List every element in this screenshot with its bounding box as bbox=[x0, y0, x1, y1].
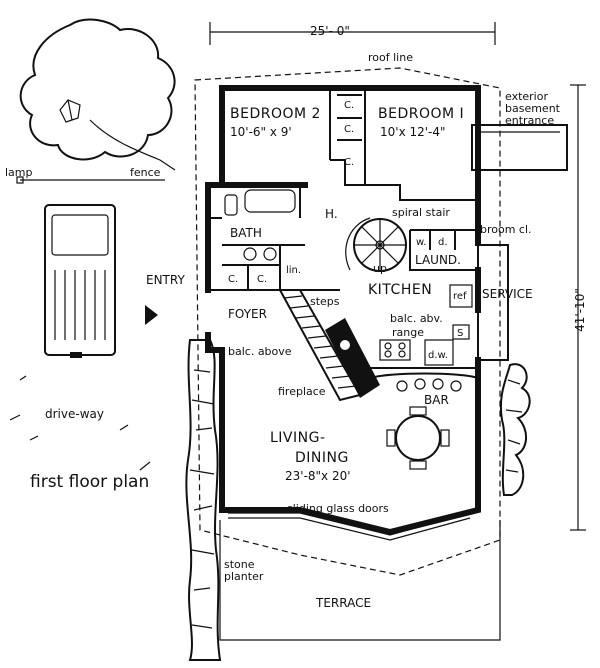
dimension-lines bbox=[209, 22, 586, 531]
width-dimension: 25'- 0" bbox=[310, 24, 350, 38]
kitchen-label: KITCHEN bbox=[368, 282, 432, 298]
stone-planter bbox=[185, 339, 222, 661]
up-label: up bbox=[373, 262, 387, 275]
fireplace-label: fireplace bbox=[278, 385, 326, 398]
dining-table-icon bbox=[386, 406, 450, 470]
lamp-label: lamp bbox=[5, 166, 33, 179]
roof-line-label: roof line bbox=[368, 51, 413, 64]
bedroom2-label: BEDROOM 2 bbox=[230, 106, 321, 122]
living-dining-label-1: LIVING- bbox=[270, 430, 326, 446]
lamp-icon bbox=[16, 176, 24, 184]
bath-fixtures bbox=[224, 189, 296, 261]
broom-closet-label: broom cl. bbox=[480, 223, 532, 236]
exterior-basement-label: exterior bbox=[505, 90, 548, 103]
sliding-doors-label: sliding glass doors bbox=[287, 502, 389, 515]
car-icon bbox=[44, 204, 116, 358]
closet-label-3: C. bbox=[344, 157, 354, 168]
terrace-outline bbox=[219, 520, 501, 641]
bedroom1-size: 10'x 12'-4" bbox=[380, 125, 446, 139]
refrigerator-label: ref bbox=[453, 291, 467, 302]
basement-entrance bbox=[471, 124, 568, 171]
exterior-basement-label-2: basement bbox=[505, 102, 561, 115]
stone-planter-label-2: planter bbox=[224, 570, 264, 583]
fence-label: fence bbox=[130, 166, 161, 179]
bedroom1-label: BEDROOM I bbox=[378, 106, 464, 122]
dryer-label: d. bbox=[438, 237, 448, 248]
service-label: SERVICE bbox=[482, 287, 533, 301]
depth-dimension: 41'-10" bbox=[573, 288, 587, 332]
living-dining-label-2: DINING bbox=[295, 450, 349, 466]
terrace-label: TERRACE bbox=[315, 596, 371, 610]
driveway-label: drive-way bbox=[45, 407, 104, 421]
roof-line bbox=[194, 67, 501, 576]
range-label: range bbox=[392, 326, 424, 339]
bar-label: BAR bbox=[424, 393, 449, 407]
living-dining-size: 23'-8"x 20' bbox=[285, 469, 351, 483]
kitchen-fixtures bbox=[369, 284, 479, 379]
fireplace-icon bbox=[325, 318, 380, 398]
laundry-label: LAUND. bbox=[415, 253, 461, 267]
balc-above-label: balc. above bbox=[228, 345, 292, 358]
spiral-stair-icon bbox=[345, 217, 407, 272]
stone-planter-label-1: stone bbox=[224, 558, 255, 571]
sliding-glass-doors bbox=[228, 512, 471, 541]
interior-walls bbox=[208, 88, 478, 291]
bath-label: BATH bbox=[230, 226, 262, 240]
spiral-stair-label: spiral stair bbox=[392, 206, 450, 219]
balc-abv-label: balc. abv. bbox=[390, 312, 443, 325]
bar-stools bbox=[396, 378, 462, 392]
sink-label: S bbox=[457, 328, 463, 339]
entry-arrow-icon bbox=[145, 305, 158, 325]
foyer-closet-label-1: C. bbox=[228, 274, 238, 285]
driveway-area bbox=[9, 176, 165, 471]
foyer-label: FOYER bbox=[228, 307, 267, 321]
dishwasher-label: d.w. bbox=[428, 350, 448, 361]
hall-label: H. bbox=[325, 207, 338, 221]
closet-label-2: C. bbox=[344, 124, 354, 135]
exterior-basement-label-3: entrance bbox=[505, 114, 554, 127]
steps-label: steps bbox=[310, 295, 340, 308]
shrubs bbox=[500, 363, 531, 496]
washer-label: w. bbox=[416, 237, 426, 248]
entry-label: ENTRY bbox=[146, 273, 185, 287]
bedroom2-size: 10'-6" x 9' bbox=[230, 125, 292, 139]
closet-label-1: C. bbox=[344, 100, 354, 111]
tree-drawing bbox=[19, 18, 176, 171]
foyer-closet-label-2: C. bbox=[257, 274, 267, 285]
plan-title: first floor plan bbox=[30, 472, 149, 492]
linen-label: lin. bbox=[286, 265, 301, 276]
service-porch bbox=[477, 244, 509, 361]
